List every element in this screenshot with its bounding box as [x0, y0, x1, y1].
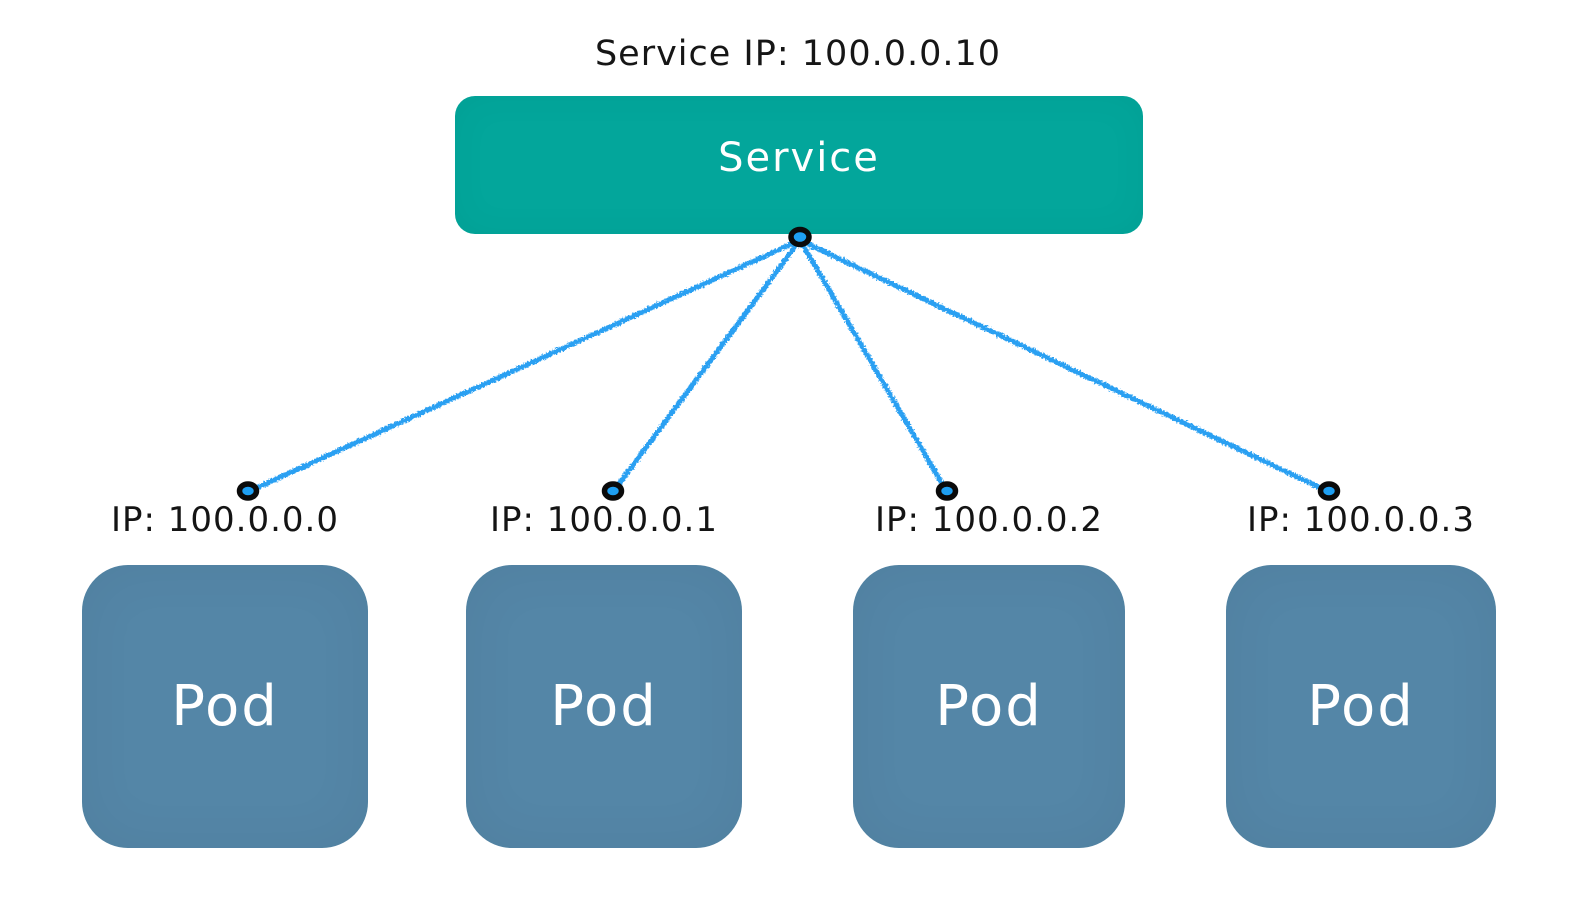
pod-ip-label-3: IP: 100.0.0.3 — [1246, 500, 1475, 540]
pod-node-1: Pod — [466, 565, 742, 848]
pod-endpoint-dot-1 — [601, 481, 625, 501]
pod-node-label-2: Pod — [935, 674, 1043, 739]
pod-endpoint-dot-0 — [236, 481, 260, 501]
pod-node-label-1: Pod — [550, 674, 658, 739]
service-ip-title: Service IP: 100.0.0.10 — [594, 34, 1002, 74]
pod-node-2: Pod — [853, 565, 1125, 848]
pod-node-label-0: Pod — [171, 674, 279, 739]
connection-line-pod-0 — [245, 237, 803, 495]
connection-line-pod-3 — [797, 237, 1332, 495]
pod-endpoint-dot-3 — [1317, 481, 1341, 501]
pod-ip-label-2: IP: 100.0.0.2 — [874, 500, 1103, 540]
pod-ip-label-0: IP: 100.0.0.0 — [110, 500, 339, 540]
pod-node-label-3: Pod — [1307, 674, 1415, 739]
service-node: Service — [455, 96, 1143, 234]
connection-line-pod-2 — [797, 237, 950, 495]
service-node-label: Service — [718, 135, 880, 181]
connection-line-pod-1 — [610, 237, 803, 495]
pod-ip-label-1: IP: 100.0.0.1 — [489, 500, 718, 540]
pod-node-0: Pod — [82, 565, 368, 848]
pod-endpoint-dot-2 — [935, 481, 959, 501]
pod-node-3: Pod — [1226, 565, 1496, 848]
